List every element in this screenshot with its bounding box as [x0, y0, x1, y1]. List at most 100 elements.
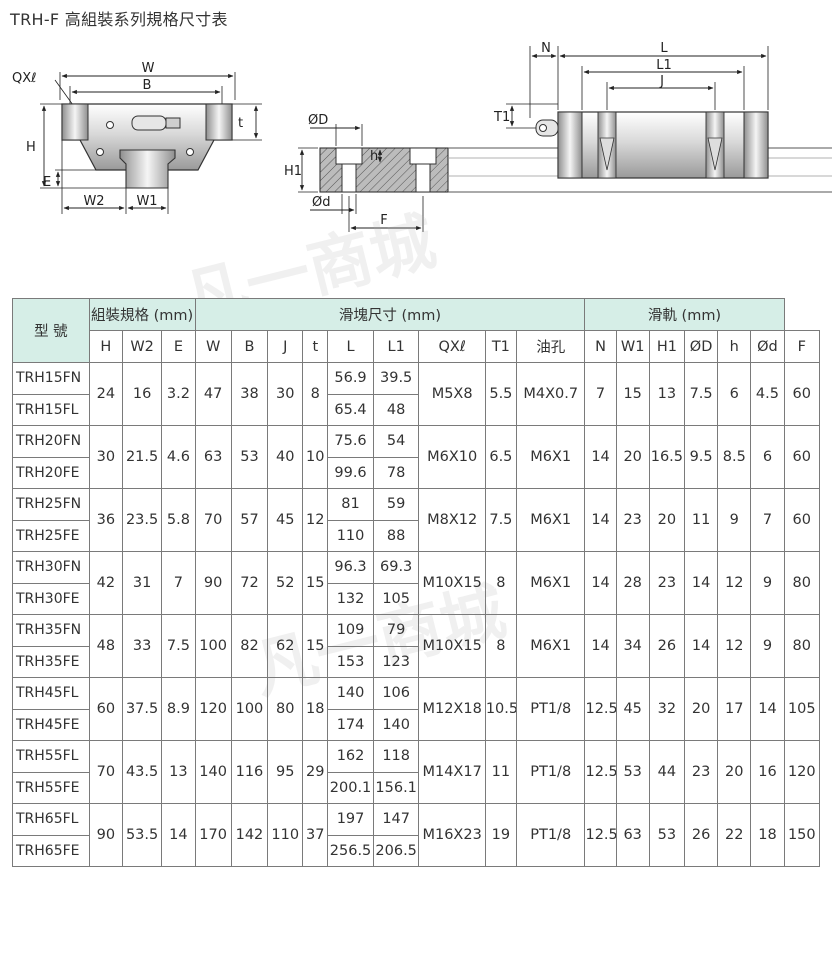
table-cell: 20 — [717, 740, 752, 804]
model-cell: TRH20FE — [12, 456, 90, 489]
table-cell: 7.5 — [161, 614, 196, 678]
table-cell: 82 — [230, 614, 269, 678]
table-cell: 12 — [717, 614, 752, 678]
header-rail: 滑軌 (mm) — [584, 298, 785, 331]
label-t: t — [238, 116, 243, 131]
table-cell: 29 — [302, 740, 329, 804]
table-cell: 80 — [783, 551, 821, 615]
table-cell: 100 — [230, 677, 269, 741]
table-cell: 59 — [372, 488, 420, 521]
table-cell: 140 — [194, 740, 232, 804]
table-cell: 21.5 — [121, 425, 163, 489]
table-cell: M5X8 — [418, 362, 486, 426]
label-b: B — [143, 78, 152, 93]
model-cell: TRH65FL — [12, 803, 90, 836]
table-cell: 52 — [267, 551, 304, 615]
table-cell: M6X10 — [418, 425, 486, 489]
table-cell: 170 — [194, 803, 232, 867]
table-cell: M12X18 — [418, 677, 486, 741]
table-cell: 15 — [302, 614, 329, 678]
table-cell: 4.5 — [750, 362, 785, 426]
table-cell: 78 — [372, 456, 420, 489]
page-title: TRH-F 高組裝系列規格尺寸表 — [10, 10, 228, 29]
table-cell: 16 — [121, 362, 163, 426]
table-cell: M16X23 — [418, 803, 486, 867]
table-cell: 43.5 — [121, 740, 163, 804]
column-header: H1 — [648, 330, 686, 363]
table-cell: 56.9 — [327, 362, 374, 395]
model-cell: TRH55FE — [12, 771, 90, 804]
table-cell: 88 — [372, 519, 420, 552]
table-cell: 69.3 — [372, 551, 420, 584]
table-cell: 26 — [648, 614, 686, 678]
table-cell: M10X15 — [418, 551, 486, 615]
table-cell: 14 — [684, 614, 719, 678]
table-cell: 23.5 — [121, 488, 163, 552]
model-cell: TRH45FL — [12, 677, 90, 710]
table-cell: 70 — [194, 488, 232, 552]
table-cell: 8.5 — [717, 425, 752, 489]
table-cell: 256.5 — [327, 834, 374, 867]
table-cell: 15 — [615, 362, 650, 426]
table-cell: 60 — [783, 488, 821, 552]
table-cell: 206.5 — [372, 834, 420, 867]
table-cell: 4.6 — [161, 425, 196, 489]
table-cell: 81 — [327, 488, 374, 521]
table-cell: M6X1 — [515, 425, 586, 489]
table-cell: 12.5 — [584, 803, 617, 867]
table-cell: 18 — [302, 677, 329, 741]
table-cell: 13 — [648, 362, 686, 426]
table-cell: 23 — [648, 551, 686, 615]
table-cell: 8 — [484, 614, 517, 678]
table-cell: 33 — [121, 614, 163, 678]
table-cell: PT1/8 — [515, 677, 586, 741]
column-header: QXℓ — [418, 330, 486, 363]
column-header: h — [717, 330, 752, 363]
table-cell: 140 — [372, 708, 420, 741]
table-cell: 7.5 — [484, 488, 517, 552]
column-header: Ød — [750, 330, 785, 363]
table-cell: 63 — [194, 425, 232, 489]
table-cell: 16.5 — [648, 425, 686, 489]
table-cell: 9 — [717, 488, 752, 552]
table-cell: 6 — [717, 362, 752, 426]
label-w2: W2 — [83, 194, 104, 209]
table-cell: 12 — [717, 551, 752, 615]
table-cell: 20 — [615, 425, 650, 489]
table-cell: 37.5 — [121, 677, 163, 741]
table-cell: 45 — [615, 677, 650, 741]
table-cell: 32 — [648, 677, 686, 741]
table-cell: 37 — [302, 803, 329, 867]
label-od-upper: ØD — [308, 113, 328, 128]
table-cell: 14 — [584, 488, 617, 552]
table-cell: M14X17 — [418, 740, 486, 804]
table-cell: 142 — [230, 803, 269, 867]
table-cell: 120 — [194, 677, 232, 741]
model-cell: TRH65FE — [12, 834, 90, 867]
table-cell: 5.8 — [161, 488, 196, 552]
table-cell: 23 — [684, 740, 719, 804]
table-cell: 132 — [327, 582, 374, 615]
table-cell: 11 — [684, 488, 719, 552]
table-cell: 14 — [684, 551, 719, 615]
table-cell: 162 — [327, 740, 374, 773]
table-cell: 23 — [615, 488, 650, 552]
table-cell: 3.2 — [161, 362, 196, 426]
table-cell: 17 — [717, 677, 752, 741]
table-cell: 105 — [783, 677, 821, 741]
table-cell: 6 — [750, 425, 785, 489]
table-cell: M10X15 — [418, 614, 486, 678]
label-j: J — [659, 74, 664, 89]
table-cell: 90 — [88, 803, 123, 867]
table-cell: M6X1 — [515, 614, 586, 678]
table-cell: 109 — [327, 614, 374, 647]
table-cell: 14 — [584, 614, 617, 678]
table-cell: 20 — [648, 488, 686, 552]
table-cell: 80 — [267, 677, 304, 741]
header-assembly: 組裝規格 (mm) — [88, 298, 196, 331]
column-header: t — [302, 330, 329, 363]
model-cell: TRH45FE — [12, 708, 90, 741]
model-cell: TRH20FN — [12, 425, 90, 458]
